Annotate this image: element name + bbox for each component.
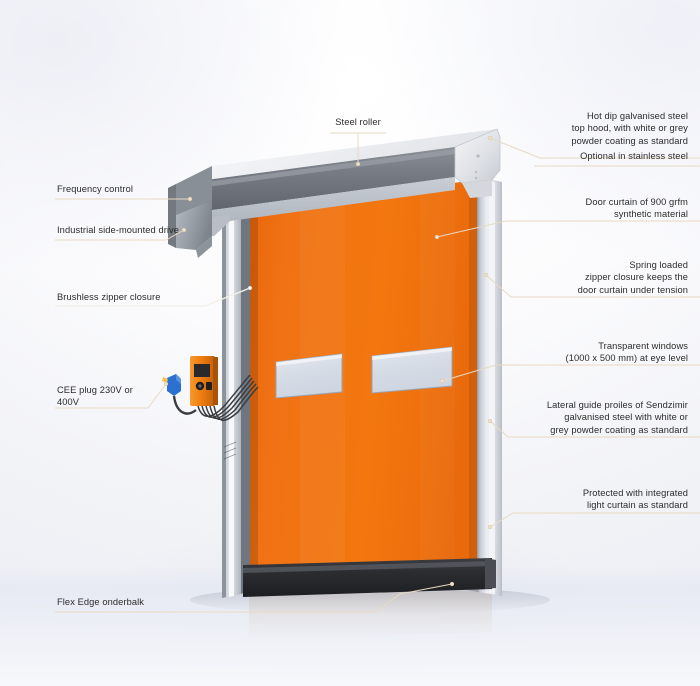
control-box-assembly [162, 356, 259, 421]
callout-industrial-side-mounted-drive: Industrial side-mounted drive [57, 225, 180, 235]
callout-integrated-light-curtain: Protected with integrated light curtain … [582, 488, 688, 511]
industrial-drive-housing [168, 166, 212, 258]
callout-steel-roller: Steel roller [335, 117, 381, 127]
control-box-side [213, 357, 218, 405]
callout-transparent-windows: Transparent windows (1000 x 500 mm) at e… [565, 341, 688, 364]
control-box [190, 356, 215, 406]
callout-cee-plug: CEE plug 230V or 400V [57, 385, 133, 408]
plug-pin [162, 377, 168, 383]
guide-rail-right-highlight [489, 181, 495, 594]
curtain-reflection [249, 590, 492, 640]
steel-roller-band [176, 147, 455, 215]
cable-bundle [197, 374, 259, 421]
callout-hot-dip-galvanised-top-hood: Hot dip galvanised steel top hood, with … [571, 111, 688, 146]
plug-cable [172, 395, 197, 415]
transparent-window-left [275, 353, 343, 399]
bottom-bar-highlight [243, 561, 492, 573]
steel-roller-band-highlight [176, 149, 455, 191]
curtain-edge-shadow-left [248, 206, 258, 593]
bottom-bar-cap-right [485, 558, 496, 589]
hood-end-cap-right [454, 128, 501, 184]
callout-flex-edge-onderbalk: Flex Edge onderbalk [57, 597, 145, 607]
zipper-detail [223, 441, 237, 460]
transparent-window-right [371, 346, 453, 394]
curtain-edge-shadow-right [469, 180, 477, 587]
door-curtain [248, 180, 477, 592]
callout-frequency-control: Frequency control [57, 184, 133, 194]
hood-bracket-right [462, 180, 492, 198]
hood-top-face [176, 129, 497, 184]
callout-spring-loaded-zipper: Spring loaded zipper closure keeps the d… [577, 260, 688, 295]
callout-lateral-guide-profiles: Lateral guide proiles of Sendzimir galva… [546, 400, 688, 435]
guide-rail-left-highlight [229, 214, 234, 597]
control-box-switch [206, 382, 212, 390]
control-box-panel [194, 364, 210, 377]
callout-brushless-zipper-closure: Brushless zipper closure [57, 292, 161, 302]
callout-optional-stainless-steel: Optional in stainless steel [580, 151, 688, 161]
callout-door-curtain-material: Door curtain of 900 grfm synthetic mater… [585, 197, 688, 220]
hood-underside-lip [176, 177, 455, 238]
